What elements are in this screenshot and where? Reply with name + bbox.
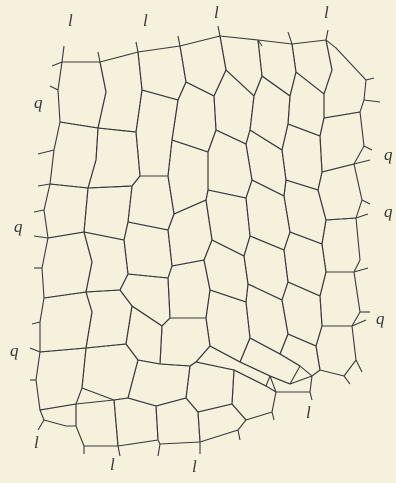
cell — [280, 334, 320, 376]
label-l-bottom-1: l — [34, 434, 39, 451]
label-q-right-2: q — [384, 203, 393, 220]
cell — [316, 326, 356, 376]
cell — [156, 398, 200, 444]
cell — [98, 52, 142, 132]
cell — [172, 82, 216, 152]
cell — [206, 190, 250, 256]
cell — [120, 274, 170, 326]
cell — [292, 40, 332, 94]
cell — [186, 362, 234, 412]
label-l-top-1: l — [68, 12, 73, 29]
cell — [214, 70, 254, 144]
cell — [84, 186, 132, 240]
cell — [258, 40, 296, 96]
cell — [58, 62, 106, 128]
label-q-left-1: q — [34, 94, 43, 111]
label-l-top-3: l — [214, 4, 219, 21]
cell — [322, 218, 360, 272]
label-l-bottom-2: l — [110, 456, 115, 473]
cell — [282, 282, 322, 346]
cell — [246, 130, 286, 196]
cell — [40, 404, 76, 426]
cell — [124, 222, 172, 278]
label-l-bottom-4: l — [306, 404, 311, 421]
cell — [168, 140, 208, 214]
cell — [42, 232, 92, 298]
cell — [138, 46, 186, 100]
cell — [40, 292, 92, 352]
cell — [244, 236, 288, 300]
cell — [128, 176, 174, 230]
cell — [160, 318, 210, 366]
label-l-top-2: l — [143, 12, 148, 29]
cell — [86, 290, 132, 348]
cell — [126, 306, 162, 364]
label-q-right-1: q — [384, 146, 393, 163]
label-l-top-4: l — [324, 4, 329, 21]
cell — [88, 128, 140, 188]
label-q-right-3: q — [376, 310, 385, 327]
label-l-bottom-3: l — [192, 458, 197, 475]
cell — [36, 348, 86, 410]
cell — [206, 290, 250, 362]
cell — [168, 260, 210, 318]
cell — [320, 272, 360, 326]
label-q-left-2: q — [14, 218, 23, 235]
cell — [84, 232, 128, 292]
cell — [318, 164, 362, 220]
cell — [180, 36, 226, 96]
cell — [136, 90, 178, 176]
cell — [270, 376, 312, 392]
cell — [76, 400, 118, 446]
cell — [246, 180, 290, 250]
cell — [284, 232, 326, 296]
wall-stubs — [30, 26, 380, 456]
cell — [204, 240, 248, 302]
cell — [284, 180, 326, 244]
cell — [220, 36, 262, 96]
label-q-left-3: q — [10, 342, 19, 359]
cell — [246, 284, 288, 354]
cell — [44, 184, 88, 238]
cell — [208, 130, 252, 198]
cell — [324, 40, 366, 118]
